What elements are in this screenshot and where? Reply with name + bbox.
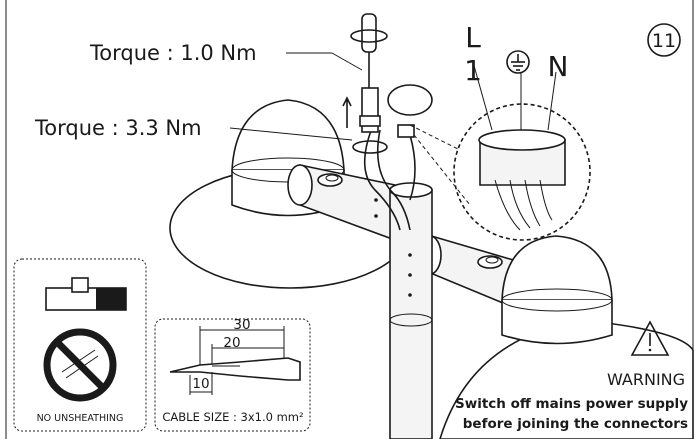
- cable-size-label: CABLE SIZE : 3x1.0 mm²: [162, 410, 303, 424]
- pole: [389, 182, 433, 439]
- terminal-label-1: 1: [464, 54, 482, 87]
- no-unsheathing-panel: NO UNSHEATHING: [13, 258, 147, 432]
- screwdriver: [350, 13, 388, 88]
- cable-assembly: [342, 84, 433, 231]
- torque-leader-bottom: [229, 127, 353, 141]
- rotation-arrow-top: [350, 29, 388, 43]
- cable-third: [409, 134, 416, 201]
- warning-title: WARNING: [607, 370, 685, 389]
- cable-drawing: [169, 357, 301, 381]
- warning-triangle-icon: [630, 320, 670, 356]
- terminal-label-n: N: [548, 50, 569, 83]
- warning-line-1: Switch off mains power supply: [455, 396, 688, 412]
- warning-block: WARNING Switch off mains power supply be…: [455, 320, 688, 432]
- step-number-badge: 11: [647, 23, 681, 57]
- left-arm: [287, 164, 396, 242]
- cable-cap: [387, 84, 433, 116]
- up-arrow: [342, 96, 352, 128]
- terminal-label-l: L: [465, 21, 481, 54]
- no-unsheathing-label: NO UNSHEATHING: [37, 413, 124, 424]
- torque-label-top: Torque : 1.0 Nm: [89, 41, 257, 65]
- right-luminaire: [439, 235, 694, 439]
- cable-right: [376, 129, 411, 231]
- earth-ground-icon: [506, 50, 530, 74]
- step-number: 11: [652, 30, 676, 52]
- prohibition-icon: [43, 328, 117, 402]
- torque-label-bottom: Torque : 3.3 Nm: [34, 116, 202, 140]
- cable-left: [363, 127, 401, 231]
- terminal-detail: [409, 61, 591, 241]
- dim-inner: 10: [192, 376, 209, 392]
- dim-middle: 20: [223, 335, 240, 351]
- cable-size-panel: 30 20 10 CABLE SIZE : 3x1.0 mm²: [154, 317, 311, 432]
- warning-line-2: before joining the connectors: [463, 416, 688, 432]
- dim-outer: 30: [233, 317, 250, 333]
- rotation-arrow-bottom: [352, 140, 388, 154]
